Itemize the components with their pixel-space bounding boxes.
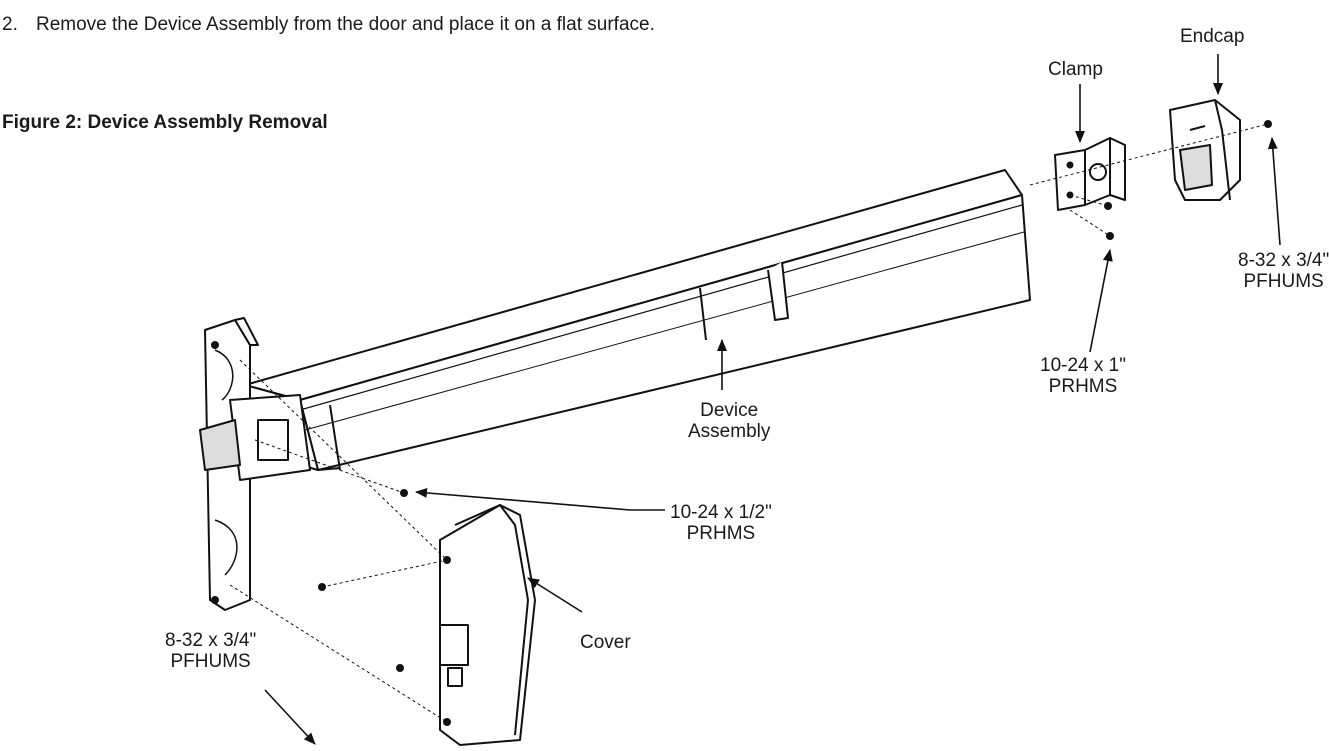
endcap [1169, 99, 1241, 201]
clamp [1054, 137, 1126, 211]
callout-screw-endcap: 8-32 x 3/4" PFHUMS [1238, 250, 1329, 292]
cover [439, 504, 536, 746]
callout-cover: Cover [580, 632, 631, 653]
screw-endcap [1264, 120, 1272, 128]
callout-endcap: Endcap [1180, 26, 1245, 47]
chassis [199, 317, 311, 611]
screws [318, 120, 1272, 672]
step-text: Remove the Device Assembly from the door… [36, 14, 655, 35]
screw-cover-2 [396, 664, 404, 672]
screw-clamp-2 [1106, 232, 1114, 240]
instruction-step: 2. Remove the Device Assembly from the do… [2, 14, 655, 36]
screw-clamp-1 [1104, 202, 1112, 210]
device-assembly-bar [244, 169, 1031, 471]
step-number: 2. [2, 14, 18, 35]
callout-screw-clamp: 10-24 x 1" PRHMS [1040, 355, 1126, 397]
callout-screw-cover: 8-32 x 3/4" PFHUMS [165, 630, 257, 672]
callout-clamp: Clamp [1048, 59, 1103, 80]
leader-arrows [264, 54, 1281, 745]
figure-title: Figure 2: Device Assembly Removal [2, 112, 328, 133]
callout-screw-chassis: 10-24 x 1/2" PRHMS [670, 502, 772, 544]
callout-device-assembly: Device Assembly [688, 400, 771, 442]
alignment-lines [229, 123, 1269, 723]
